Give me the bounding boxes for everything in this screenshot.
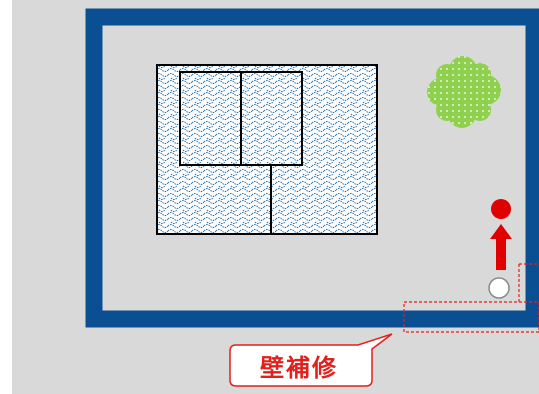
callout-box [229,333,393,387]
repair-area-outline [403,263,539,333]
tree-icon [427,56,501,128]
red-marker-icon [491,199,511,219]
house-footprint [156,64,378,235]
white-marker-icon [488,277,510,299]
arrow-up-icon [490,224,512,270]
boundary-wall [85,8,539,328]
